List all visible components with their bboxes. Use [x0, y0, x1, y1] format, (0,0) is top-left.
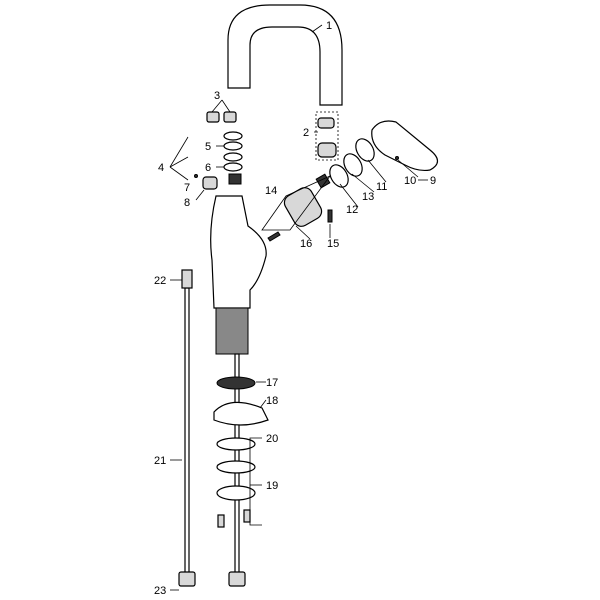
label-12: 12: [346, 204, 358, 216]
label-6: 6: [205, 162, 211, 174]
label-11: 11: [376, 181, 387, 193]
hose-guide-part: [215, 307, 249, 355]
label-23: 23: [154, 585, 166, 597]
label-17: 17: [266, 377, 278, 389]
label-14: 14: [265, 185, 277, 197]
label-8: 8: [184, 197, 190, 209]
label-5: 5: [205, 141, 211, 153]
label-19: 19: [266, 480, 278, 492]
label-2: 2: [303, 127, 309, 139]
label-7: 7: [184, 182, 190, 194]
o-rings-part: [194, 111, 243, 190]
label-22: 22: [154, 275, 166, 287]
cartridge-part: [261, 138, 375, 242]
label-4: 4: [158, 162, 164, 174]
leader-lines: [169, 24, 428, 591]
label-3: 3: [214, 90, 220, 102]
mixer-body-part: [210, 195, 267, 309]
spout-part: [227, 4, 343, 106]
label-15: 15: [327, 238, 339, 250]
label-18: 18: [266, 395, 278, 407]
label-10: 10: [404, 175, 416, 187]
label-9: 9: [430, 175, 436, 187]
label-21: 21: [154, 455, 166, 467]
aerator-part: [315, 111, 339, 161]
mounting-set-part: [213, 376, 269, 528]
part-labels: 1 2 3 4 5 6 7 8 9 10 11 12 13 14 15 16 1…: [154, 20, 436, 597]
label-13: 13: [362, 191, 374, 203]
label-16: 16: [300, 238, 312, 250]
lever-handle-part: [371, 120, 439, 172]
label-1: 1: [326, 20, 332, 32]
label-20: 20: [266, 433, 278, 445]
